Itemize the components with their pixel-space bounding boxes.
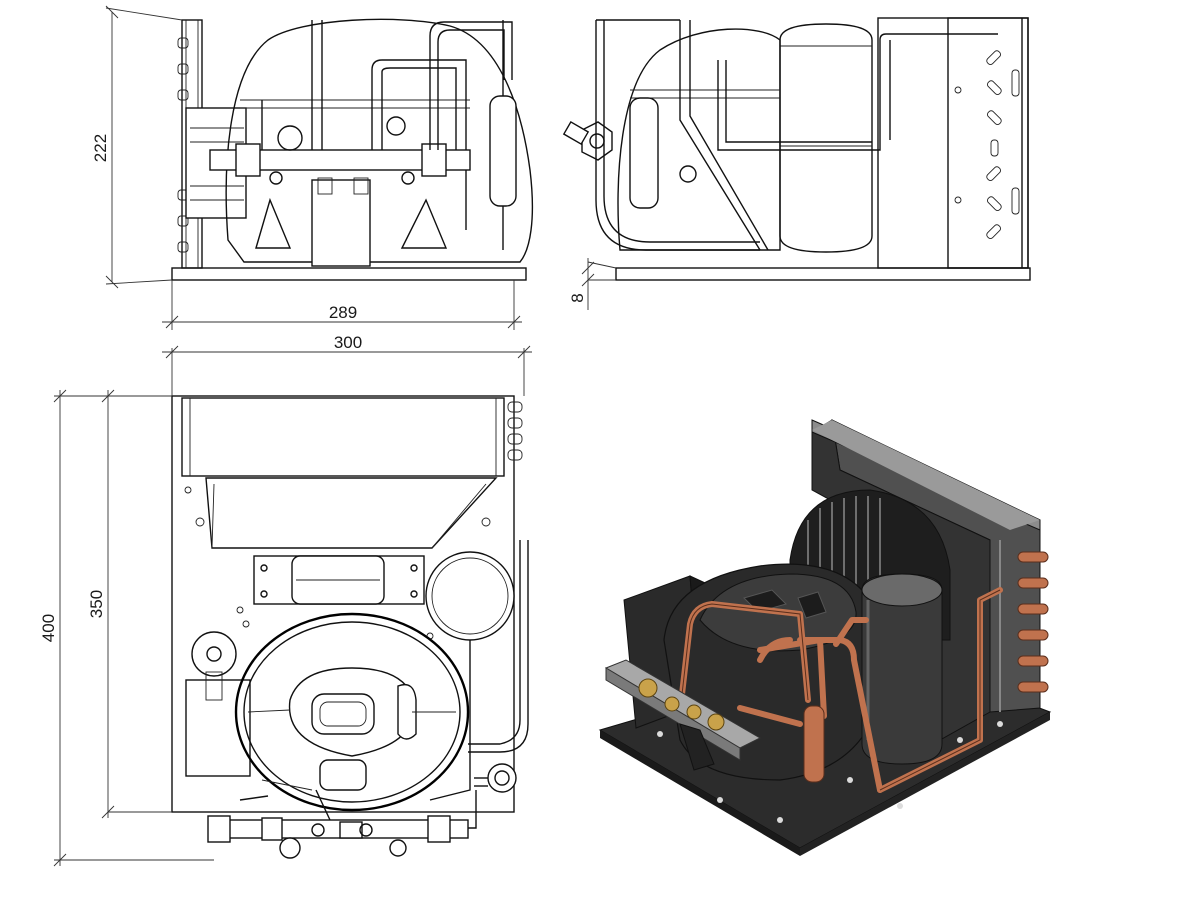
front-view-dimensions: 222 289 xyxy=(91,5,522,330)
dim-base-depth: 350 xyxy=(87,590,106,618)
dim-base-offset: 8 xyxy=(568,293,587,302)
dim-overall-depth: 400 xyxy=(39,614,58,642)
top-view-dimensions: 300 400 350 xyxy=(39,333,532,867)
dim-front-width: 289 xyxy=(329,303,357,322)
top-view xyxy=(171,395,529,859)
side-view-dimensions: 8 xyxy=(568,258,617,310)
front-view xyxy=(171,18,534,281)
side-view xyxy=(562,17,1031,281)
fin-slots xyxy=(954,50,1020,239)
dim-overall-width: 300 xyxy=(334,333,362,352)
dim-front-height: 222 xyxy=(91,134,110,162)
isometric-render xyxy=(598,419,1052,856)
